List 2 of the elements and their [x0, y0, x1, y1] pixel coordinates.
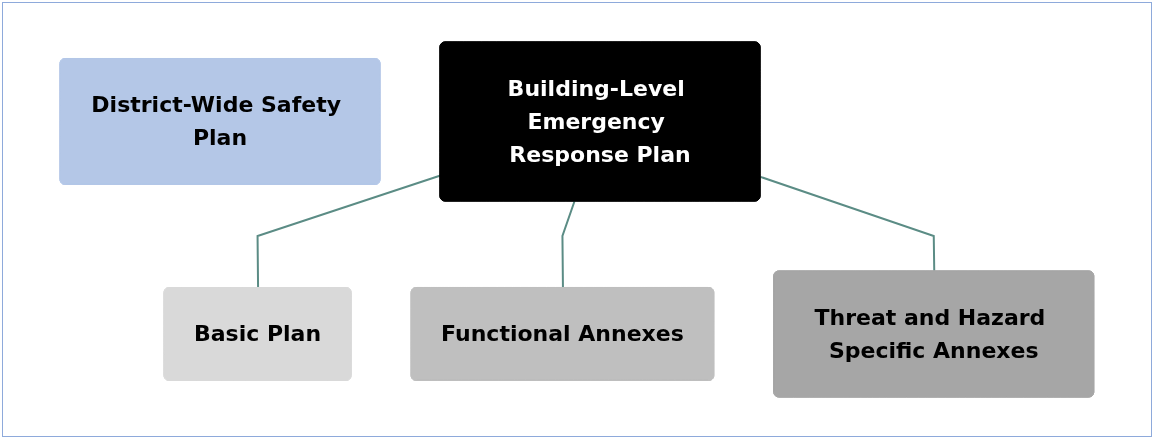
connector — [256, 174, 442, 289]
connector — [561, 200, 576, 289]
